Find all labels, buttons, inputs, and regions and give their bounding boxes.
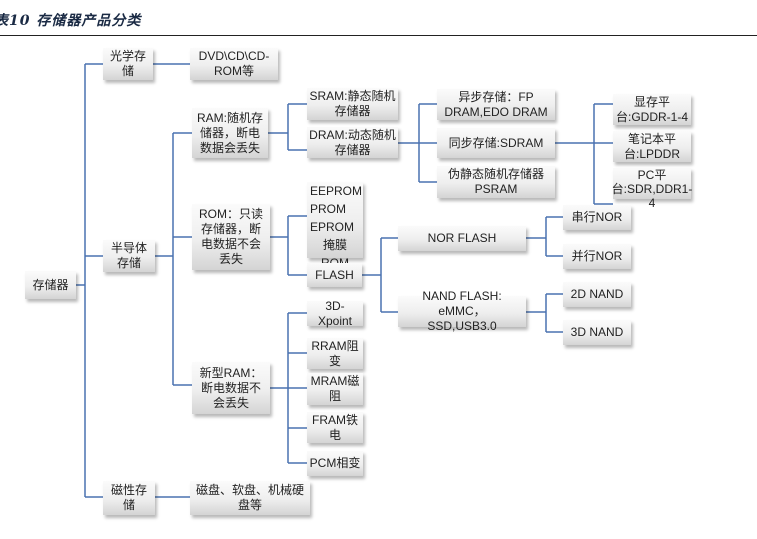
- connector-sdram: [555, 103, 613, 205]
- node-rom: ROM：只读 存储器，断 电数据不会 丢失: [192, 204, 270, 270]
- node-async-dram: 异步存储：FP DRAM,EDO DRAM: [437, 89, 555, 120]
- node-mram: MRAM磁 阻: [307, 373, 363, 405]
- node-magnetic-storage: 磁性存 储: [103, 481, 155, 515]
- connector-nor: [526, 216, 563, 257]
- rom-type-eeprom: EEPROM: [310, 184, 363, 198]
- node-semiconductor-storage: 半导体 存储: [103, 240, 155, 272]
- node-nand-flash: NAND FLASH: eMMC， SSD,USB3.0: [398, 289, 526, 333]
- node-pcm: PCM相变: [307, 451, 363, 476]
- node-pc-ddr: PC平 台:SDR,DDR1- 4: [611, 168, 693, 210]
- node-flash: FLASH: [307, 263, 362, 287]
- connector-root: [76, 63, 103, 498]
- node-new-ram: 新型RAM： 断电数据不 会丢失: [192, 362, 270, 414]
- connector-flash: [362, 237, 398, 313]
- node-ram: RAM:随机存 储器，断电 数据会丢失: [192, 108, 268, 158]
- connector-dram: [398, 103, 437, 183]
- node-rom-types: EEPROM PROM EPROM 掩膜ROM: [307, 182, 363, 270]
- node-serial-nor: 串行NOR: [563, 205, 631, 230]
- node-parallel-nor: 并行NOR: [563, 244, 631, 269]
- connector-semiconductor: [155, 132, 192, 386]
- node-disk-types: 磁盘、软盘、机械硬 盘等: [190, 481, 310, 515]
- node-3d-nand: 3D NAND: [563, 320, 631, 345]
- node-rram: RRAM阻 变: [307, 338, 363, 369]
- node-lpddr: 笔记本平 台:LPDDR: [613, 131, 691, 162]
- node-nor-flash: NOR FLASH: [398, 226, 526, 251]
- connector-rom: [270, 215, 307, 276]
- rom-type-prom: PROM: [310, 202, 346, 216]
- node-root-storage: 存储器: [25, 271, 76, 299]
- node-optical-storage: 光学存 储: [103, 48, 153, 80]
- node-fram: FRAM铁 电: [307, 412, 363, 443]
- connector-new-ram: [270, 312, 307, 464]
- node-gddr: 显存平 台:GDDR-1-4: [613, 94, 691, 125]
- node-psram: 伪静态随机存储器 PSRAM: [437, 166, 555, 198]
- node-sram: SRAM:静态随机 存储器: [307, 88, 398, 120]
- rom-type-eprom: EPROM: [310, 220, 355, 234]
- figure-title: 表10 存储器产品分类: [0, 13, 142, 29]
- node-dvd-cd: DVD\CD\CD- ROM等: [190, 48, 278, 80]
- connector-ram: [268, 103, 307, 151]
- node-sdram: 同步存储:SDRAM: [437, 128, 555, 158]
- node-3d-xpoint: 3D-Xpoint: [307, 299, 363, 328]
- node-dram: DRAM:动态随机 存储器: [307, 127, 398, 158]
- title-divider: [0, 35, 757, 36]
- node-2d-nand: 2D NAND: [563, 282, 631, 307]
- connector-nand: [526, 293, 563, 333]
